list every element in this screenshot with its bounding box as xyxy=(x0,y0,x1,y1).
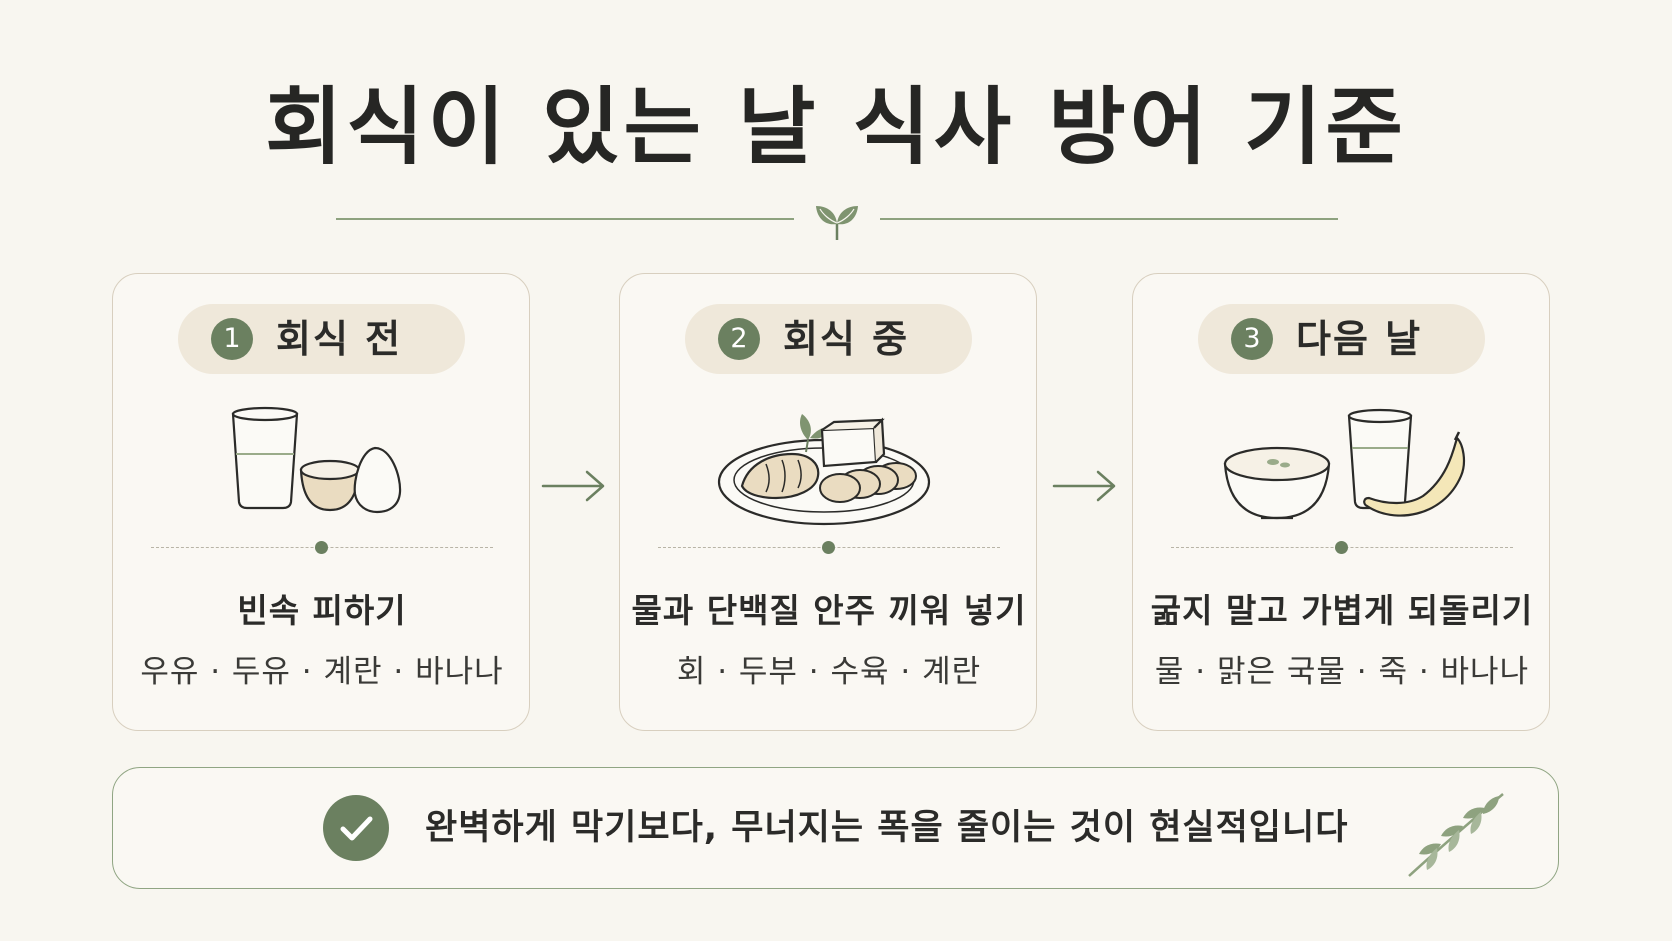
tofu-icon xyxy=(820,417,886,468)
card-during: 2 회식 중 물과 단백질 안주 끼워 넣기 회 · 두부 xyxy=(619,273,1037,731)
water-glass-icon xyxy=(1347,408,1413,510)
fish-icon xyxy=(740,452,820,500)
step-number: 3 xyxy=(1231,318,1273,360)
milk-glass-icon xyxy=(231,406,299,510)
footer-message: 완벽하게 막기보다, 무너지는 폭을 줄이는 것이 현실적입니다 xyxy=(425,808,1349,848)
separator-dot xyxy=(822,541,835,554)
step-label: 다음 날 xyxy=(1296,317,1423,361)
bowl-icon xyxy=(299,459,361,512)
page-title: 회식이 있는 날 식사 방어 기준 xyxy=(265,78,1407,176)
banana-icon xyxy=(1363,431,1466,517)
card-items: 우유 · 두유 · 계란 · 바나나 xyxy=(140,654,504,690)
card-illustration xyxy=(717,414,931,526)
separator-dot xyxy=(1335,541,1348,554)
step-label: 회식 중 xyxy=(783,317,910,361)
separator-dot xyxy=(315,541,328,554)
arrow-right-icon xyxy=(541,470,605,502)
divider-left xyxy=(336,218,794,220)
sliced-meat-icon xyxy=(819,462,917,503)
card-next-day: 3 다음 날 굶지 말고 가볍게 되돌리기 물 · 맑은 국물 · 죽 · 바나… xyxy=(1132,273,1550,731)
step-pill: 1 회식 전 xyxy=(178,304,465,374)
card-title: 굶지 말고 가볍게 되돌리기 xyxy=(1150,591,1534,630)
branch-icon xyxy=(1408,793,1504,877)
card-before: 1 회식 전 빈속 피하기 우유 · 두유 · 계란 · 바나나 xyxy=(112,273,530,731)
card-title: 물과 단백질 안주 끼워 넣기 xyxy=(631,591,1027,630)
card-title: 빈속 피하기 xyxy=(237,591,407,630)
egg-icon xyxy=(353,446,402,514)
check-icon xyxy=(323,795,389,861)
divider-right xyxy=(880,218,1338,220)
step-label: 회식 전 xyxy=(276,317,403,361)
card-items: 회 · 두부 · 수육 · 계란 xyxy=(676,654,982,690)
card-items: 물 · 맑은 국물 · 죽 · 바나나 xyxy=(1154,654,1530,690)
card-illustration xyxy=(1223,408,1466,520)
sprout-icon xyxy=(816,206,858,240)
arrow-right-icon xyxy=(1052,470,1116,502)
step-pill: 2 회식 중 xyxy=(685,304,972,374)
step-pill: 3 다음 날 xyxy=(1198,304,1485,374)
step-number: 1 xyxy=(211,318,253,360)
step-number: 2 xyxy=(718,318,760,360)
soup-bowl-icon xyxy=(1223,446,1331,520)
footer-banner: 완벽하게 막기보다, 무너지는 폭을 줄이는 것이 현실적입니다 xyxy=(112,767,1559,889)
card-illustration xyxy=(231,406,402,514)
